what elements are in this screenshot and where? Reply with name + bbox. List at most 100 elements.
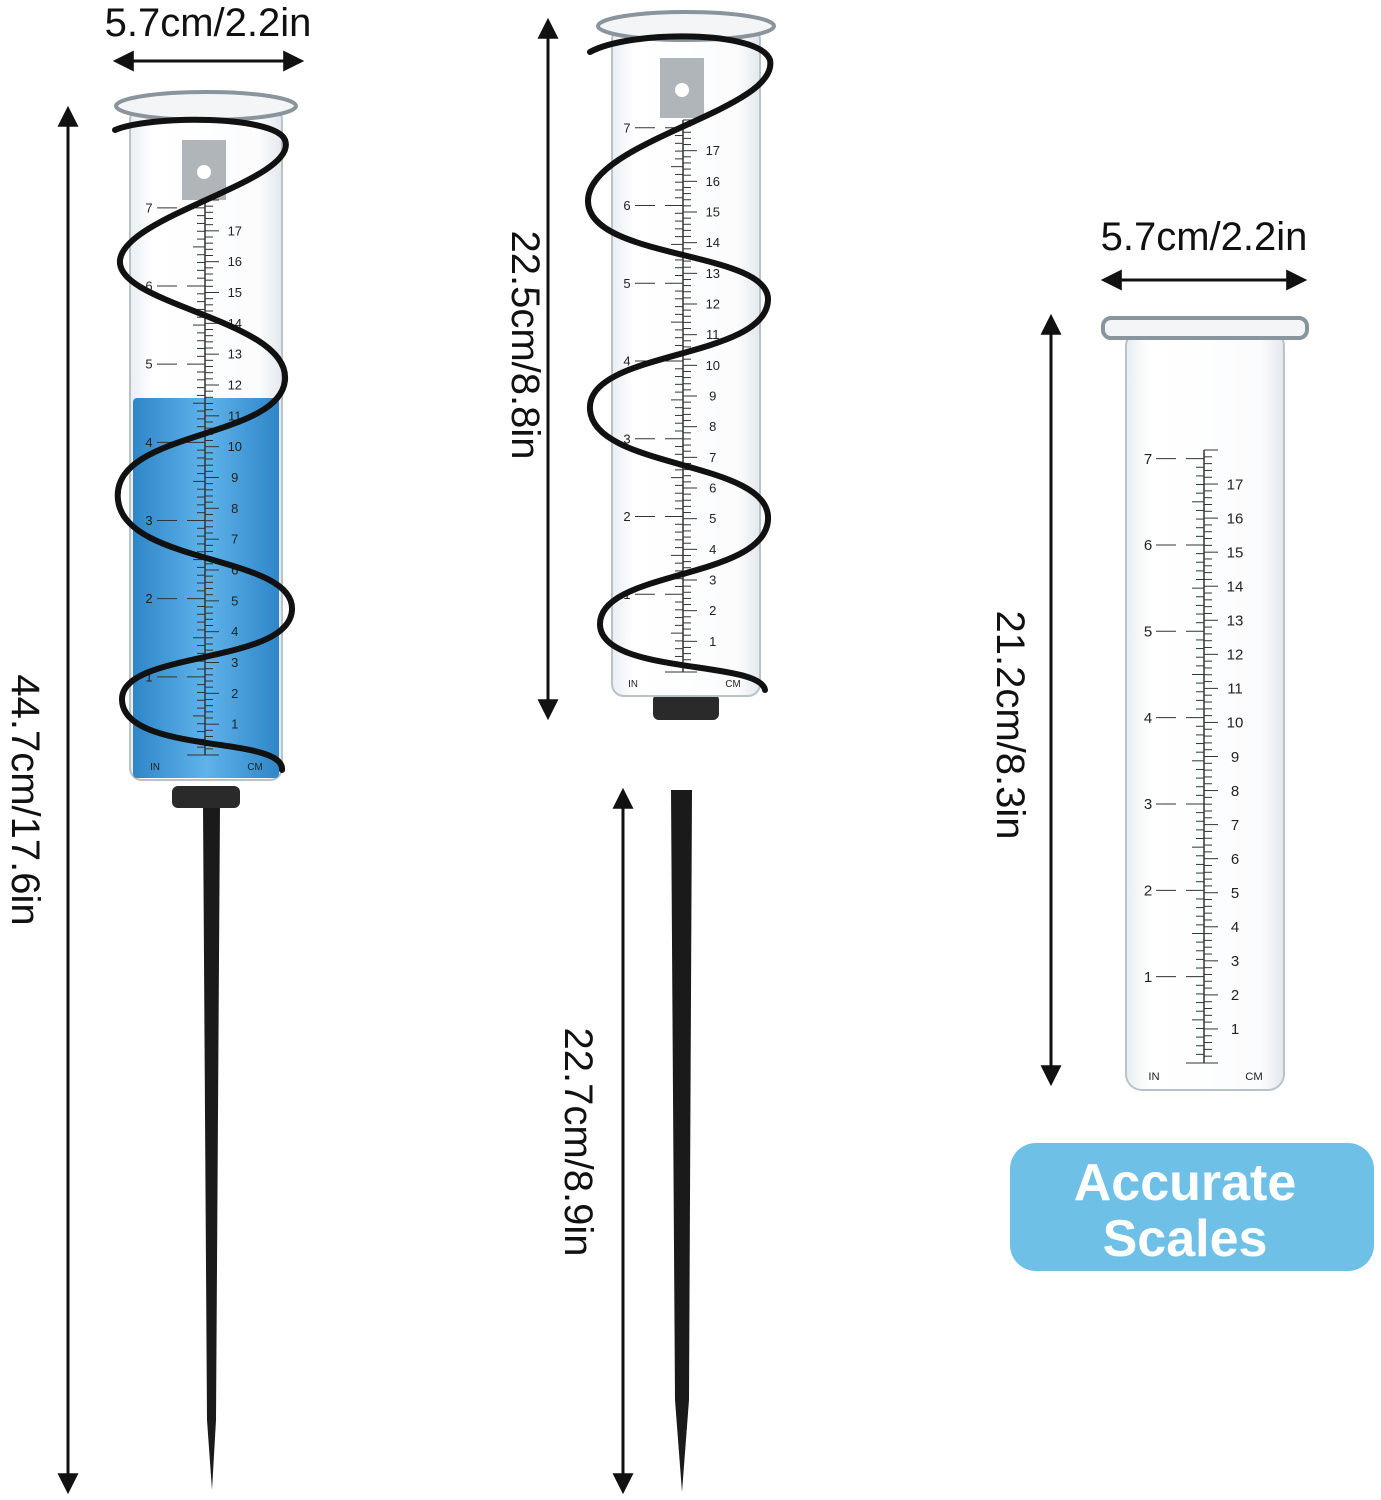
base-cap (172, 786, 240, 808)
inch-tick-label: 5 (623, 276, 630, 291)
accurate-scales-badge: Accurate Scales (1010, 1143, 1374, 1271)
cm-tick-label: 7 (231, 532, 238, 547)
badge-line2: Scales (1103, 1210, 1268, 1268)
inch-tick-label: 7 (145, 200, 152, 215)
gauge-spiral (584, 33, 774, 693)
cm-tick-label: 17 (706, 143, 720, 158)
cm-tick-label: 3 (709, 573, 716, 588)
inch-tick-label: 2 (623, 509, 630, 524)
cm-tick-label: 10 (228, 439, 242, 454)
cm-tick-label: 4 (1231, 919, 1239, 936)
tube-width-label: 5.7cm/2.2in (1101, 215, 1308, 259)
cm-tick-label: 16 (706, 174, 720, 189)
cm-tick-label: 9 (709, 389, 716, 404)
cm-tick-label: 12 (228, 378, 242, 393)
hang-hole (197, 165, 211, 179)
cm-tick-label: 10 (1227, 715, 1244, 732)
inch-tick-label: 1 (145, 669, 152, 684)
inch-tick-label: 5 (145, 357, 152, 372)
cm-tick-label: 2 (1231, 987, 1239, 1004)
cm-tick-label: 4 (709, 542, 716, 557)
assembled-width-label: 5.7cm/2.2in (105, 1, 312, 45)
cm-tick-label: 9 (1231, 749, 1239, 766)
cm-tick-label: 13 (1227, 613, 1244, 630)
cm-tick-label: 13 (228, 347, 242, 362)
cm-tick-label: 10 (706, 358, 720, 373)
inch-tick-label: 6 (1144, 537, 1152, 554)
cm-tick-label: 13 (706, 266, 720, 281)
stake-part: 22.7cm/8.9in (556, 787, 692, 1495)
tube-only: 5.7cm/2.2in 21.2cm/8.3in 123456789101112… (988, 215, 1309, 1091)
cm-tick-label: 7 (1231, 817, 1239, 834)
inch-unit-label: IN (628, 679, 638, 690)
cm-tick-label: 1 (1231, 1021, 1239, 1038)
inch-tick-label: 2 (1144, 883, 1152, 900)
gauge-hang-hole (675, 83, 689, 97)
inch-unit-label: IN (150, 762, 160, 773)
cm-tick-label: 1 (709, 634, 716, 649)
cm-tick-label: 11 (1227, 681, 1243, 698)
cm-unit-label: CM (1245, 1071, 1263, 1083)
gauge-with-spiral: 22.5cm/8.8in 123456789101112131415161712… (503, 10, 776, 721)
cm-tick-label: 15 (228, 285, 242, 300)
cm-unit-label: CM (725, 679, 740, 690)
inch-tick-label: 4 (145, 435, 152, 450)
cm-tick-label: 8 (231, 501, 238, 516)
cm-tick-label: 5 (709, 511, 716, 526)
stake (203, 805, 220, 1490)
cm-tick-label: 5 (1231, 885, 1239, 902)
cm-tick-label: 6 (1231, 851, 1239, 868)
gauge-base-cap (653, 694, 719, 720)
badge-background (1010, 1143, 1374, 1271)
assembled-gauge: 5.7cm/2.2in 44.7cm/17.6in 12345678910111… (3, 1, 312, 1495)
cm-tick-label: 1 (231, 717, 238, 732)
cm-tick-label: 3 (1231, 953, 1239, 970)
inch-tick-label: 6 (623, 198, 630, 213)
cm-tick-label: 7 (709, 450, 716, 465)
cm-tick-label: 8 (709, 419, 716, 434)
inch-tick-label: 7 (623, 120, 630, 135)
cm-tick-label: 15 (1227, 544, 1244, 561)
inch-tick-label: 3 (623, 431, 630, 446)
inch-tick-label: 1 (1144, 969, 1152, 986)
stake-height-label: 22.7cm/8.9in (556, 1027, 600, 1256)
cm-tick-label: 12 (706, 297, 720, 312)
cm-tick-label: 8 (1231, 783, 1239, 800)
inch-tick-label: 2 (145, 591, 152, 606)
cm-tick-label: 6 (709, 481, 716, 496)
cm-tick-label: 5 (231, 593, 238, 608)
cm-tick-label: 4 (231, 624, 238, 639)
cm-tick-label: 14 (1227, 578, 1244, 595)
assembled-height-label: 44.7cm/17.6in (3, 674, 47, 925)
cm-tick-label: 3 (231, 655, 238, 670)
cm-tick-label: 14 (706, 235, 720, 250)
cm-tick-label: 16 (1227, 510, 1244, 527)
inch-tick-label: 3 (145, 513, 152, 528)
tube-height-label: 21.2cm/8.3in (988, 610, 1032, 839)
badge-line1: Accurate (1074, 1154, 1297, 1212)
cm-tick-label: 17 (228, 223, 242, 238)
gauge-height-label: 22.5cm/8.8in (503, 230, 547, 459)
inch-tick-label: 7 (1144, 451, 1152, 468)
inch-tick-label: 3 (1144, 796, 1152, 813)
inch-tick-label: 6 (145, 279, 152, 294)
cm-tick-label: 9 (231, 470, 238, 485)
stake-separate (671, 790, 692, 1492)
cm-unit-label: CM (247, 762, 262, 773)
cm-tick-label: 16 (228, 254, 242, 269)
spiral-holder (112, 116, 296, 773)
cm-tick-label: 2 (231, 686, 238, 701)
cm-tick-label: 15 (706, 205, 720, 220)
inch-tick-label: 4 (623, 354, 630, 369)
standalone-rim (1101, 316, 1309, 340)
cm-tick-label: 6 (231, 563, 238, 578)
cm-tick-label: 2 (709, 603, 716, 618)
cm-tick-label: 17 (1227, 476, 1244, 493)
inch-tick-label: 5 (1144, 624, 1152, 641)
cm-tick-label: 12 (1227, 647, 1244, 664)
inch-unit-label: IN (1148, 1071, 1159, 1083)
inch-tick-label: 4 (1144, 710, 1152, 727)
